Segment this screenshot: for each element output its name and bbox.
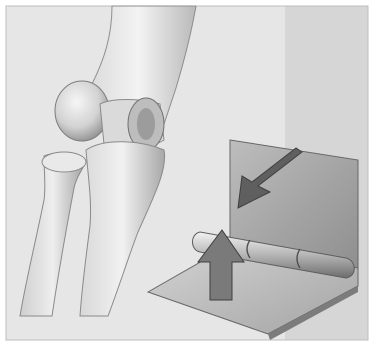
radius-head — [42, 152, 86, 172]
trochlea-groove — [137, 108, 155, 140]
